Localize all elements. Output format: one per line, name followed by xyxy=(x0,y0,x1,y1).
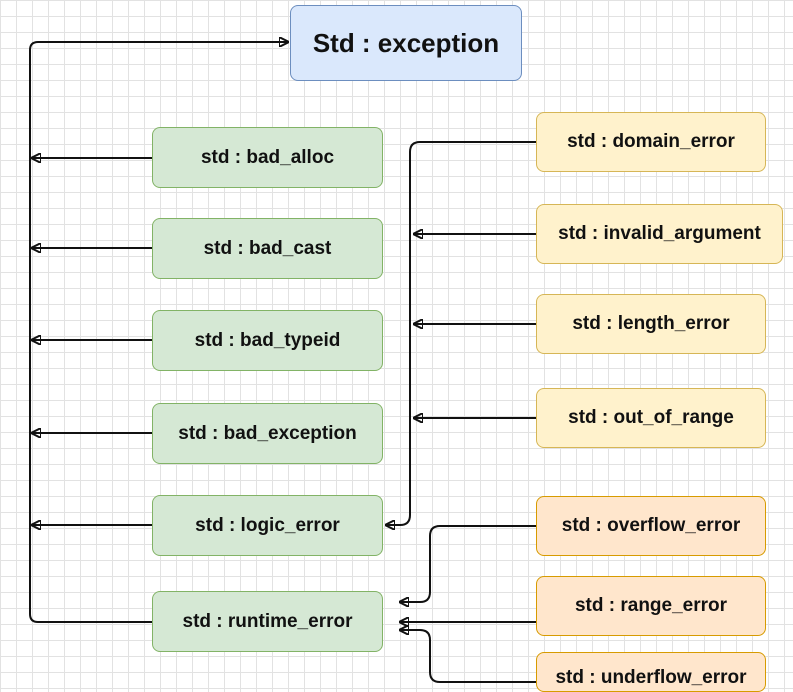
node-invalid-argument: std : invalid_argument xyxy=(536,204,783,264)
node-domain-error: std : domain_error xyxy=(536,112,766,172)
node-overflow-error: std : overflow_error xyxy=(536,496,766,556)
edge-overflow-error xyxy=(400,525,536,602)
node-bad-typeid: std : bad_typeid xyxy=(152,310,383,371)
node-length-error: std : length_error xyxy=(536,294,766,354)
node-underflow-error: std : underflow_error xyxy=(536,652,766,692)
edge-runtime-error-to-exception xyxy=(29,42,288,623)
node-logic-error: std : logic_error xyxy=(152,495,383,556)
node-out-of-range: std : out_of_range xyxy=(536,388,766,448)
node-bad-alloc: std : bad_alloc xyxy=(152,127,383,188)
node-std-exception: Std : exception xyxy=(290,5,522,81)
node-bad-exception: std : bad_exception xyxy=(152,403,383,464)
edge-domain-error-to-logic-error xyxy=(386,141,536,525)
node-range-error: std : range_error xyxy=(536,576,766,636)
node-runtime-error: std : runtime_error xyxy=(152,591,383,652)
node-bad-cast: std : bad_cast xyxy=(152,218,383,279)
edge-underflow-error xyxy=(400,630,536,683)
